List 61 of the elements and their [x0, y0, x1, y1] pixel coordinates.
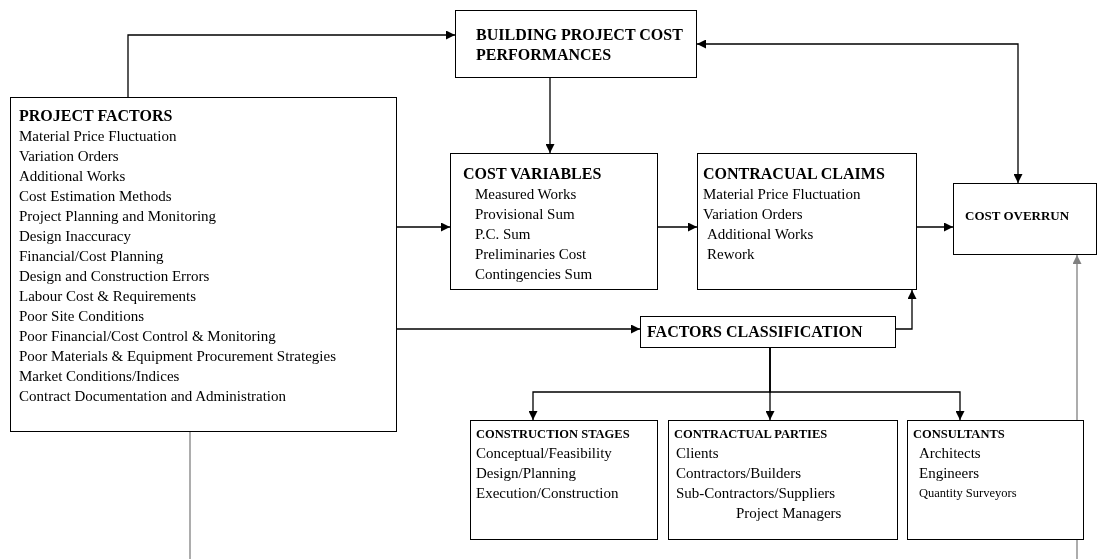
arrow [396, 324, 641, 334]
list-item: Architects [919, 444, 982, 463]
list-item: Contract Documentation and Administration [19, 387, 288, 406]
process-box [668, 420, 898, 540]
arrow [657, 222, 698, 232]
arrow [127, 30, 456, 98]
arrow [916, 222, 954, 232]
list-item: Poor Materials & Equipment Procurement Strategies [19, 347, 337, 366]
process-box [953, 183, 1097, 255]
process-box [455, 10, 697, 78]
list-item: Design and Construction Errors [19, 267, 211, 286]
list-item: Poor Financial/Cost Control & Monitoring [19, 327, 277, 346]
list-item: Sub-Contractors/Suppliers [676, 484, 837, 503]
list-item: Provisional Sum [475, 205, 576, 224]
list-item: Material Price Fluctuation [19, 127, 178, 146]
process-box [697, 153, 917, 290]
list-item: Market Conditions/Indices [19, 367, 181, 386]
arrow [396, 222, 451, 232]
arrow [895, 289, 917, 330]
list-item: Engineers [919, 464, 980, 483]
list-item: Measured Works [475, 185, 578, 204]
list-item: Material Price Fluctuation [703, 185, 862, 204]
list-item: Project Planning and Monitoring [19, 207, 218, 226]
box-heading: COST VARIABLES [463, 164, 603, 184]
list-item: Additional Works [19, 167, 127, 186]
list-item: Variation Orders [703, 205, 804, 224]
box-heading: PROJECT FACTORS [19, 106, 174, 126]
list-item: Conceptual/Feasibility [476, 444, 613, 463]
list-item: Variation Orders [19, 147, 120, 166]
arrow [696, 39, 1023, 184]
box-heading: CONTRACUAL CLAIMS [703, 164, 886, 184]
list-item: Preliminaries Cost [475, 245, 588, 264]
box-heading: COST OVERRUN [965, 207, 1071, 225]
list-item: Cost Estimation Methods [19, 187, 173, 206]
list-item: Labour Cost & Requirements [19, 287, 198, 306]
box-heading: BUILDING PROJECT COST PERFORMANCES [476, 25, 684, 65]
box-heading: FACTORS CLASSIFICATION [647, 322, 864, 342]
box-heading: CONTRACTUAL PARTIES [674, 426, 829, 443]
list-item: Contractors/Builders [676, 464, 802, 483]
process-box [10, 97, 397, 432]
process-box [470, 420, 658, 540]
list-item: Clients [676, 444, 720, 463]
list-item: Design/Planning [476, 464, 577, 483]
list-item: Project Managers [736, 504, 843, 523]
list-item: Poor Site Conditions [19, 307, 146, 326]
box-heading: CONSTRUCTION STAGES [476, 426, 631, 443]
process-box [907, 420, 1084, 540]
list-item: Contingencies Sum [475, 265, 594, 284]
list-item: Execution/Construction [476, 484, 620, 503]
list-item: P.C. Sum [475, 225, 532, 244]
list-item: Financial/Cost Planning [19, 247, 165, 266]
box-heading: CONSULTANTS [913, 426, 1006, 443]
process-box [640, 316, 896, 348]
list-item: Quantity Surveyors [919, 485, 1018, 502]
arrow [769, 347, 965, 421]
arrow [545, 77, 555, 154]
process-box [450, 153, 658, 290]
list-item: Rework [707, 245, 756, 264]
connector-line [189, 431, 191, 559]
list-item: Additional Works [707, 225, 815, 244]
list-item: Design Inaccuracy [19, 227, 133, 246]
